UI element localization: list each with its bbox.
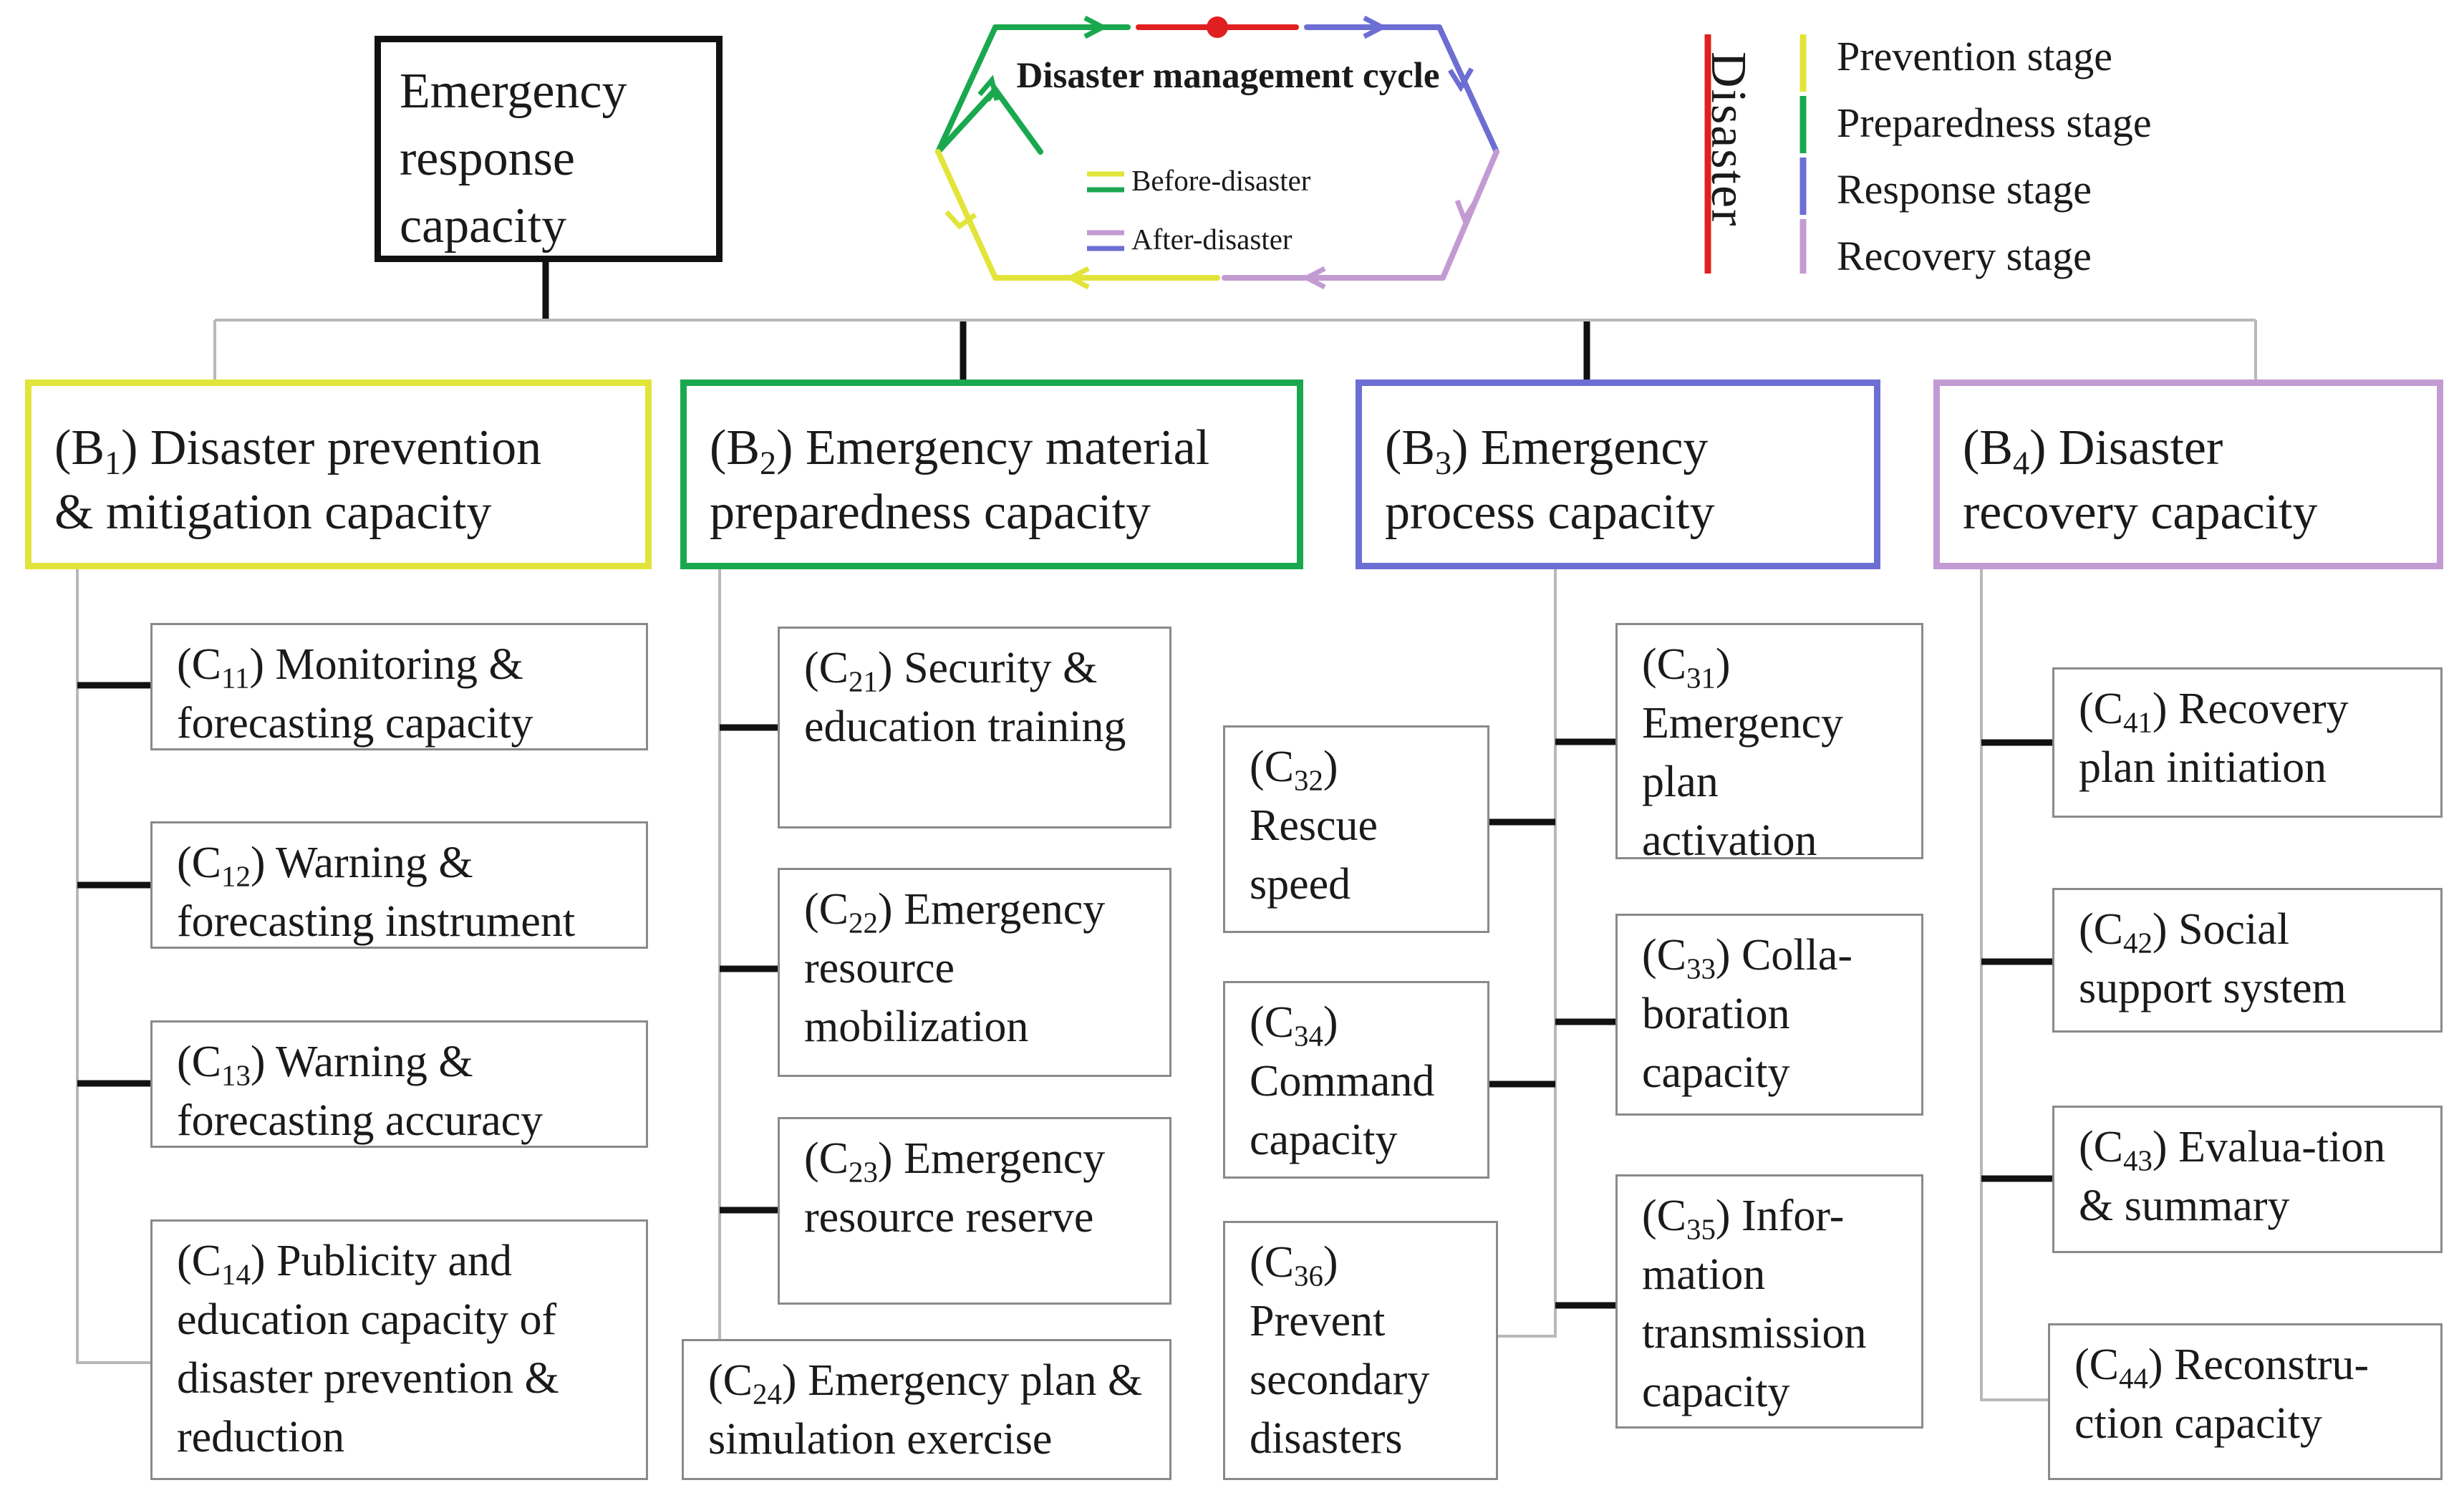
cycle-legend-after: After-disaster <box>1131 223 1293 256</box>
indicator-c12: (C12) Warning & forecasting instrument <box>150 821 648 949</box>
cycle-direction-arrows <box>944 15 1477 290</box>
indicator-c44: (C44) Reconstru-ction capacity <box>2048 1323 2443 1480</box>
indicator-c33: (C33) Colla-boration capacity <box>1615 914 1923 1116</box>
indicator-c23: (C23) Emergency resource reserve <box>778 1117 1171 1305</box>
cycle-legend-before: Before-disaster <box>1131 164 1311 197</box>
indicator-c14: (C14) Publicity and education capacity o… <box>150 1219 648 1480</box>
indicator-c43: (C43) Evalua-tion & summary <box>2052 1106 2443 1253</box>
indicator-c21: (C21) Security & education training <box>778 627 1171 828</box>
cycle-title: Disaster management cycle <box>1016 56 1440 96</box>
legend-recovery: Recovery stage <box>1837 233 2092 279</box>
indicator-c36: (C36) Prevent secondary disasters <box>1223 1221 1498 1480</box>
legend-prevention: Prevention stage <box>1837 33 2112 79</box>
root-node: Emergency response capacity <box>375 36 723 262</box>
indicator-c24: (C24) Emergency plan & simulation exerci… <box>682 1339 1171 1480</box>
disaster-point-icon <box>1207 16 1228 38</box>
category-b1: (B1) Disaster prevention& mitigation cap… <box>25 380 652 569</box>
legend-response: Response stage <box>1837 166 2092 213</box>
root-label: Emergency response capacity <box>400 64 627 253</box>
indicator-c13: (C13) Warning & forecasting accuracy <box>150 1020 648 1148</box>
indicator-c34: (C34) Command capacity <box>1223 981 1489 1179</box>
legend-preparedness: Preparedness stage <box>1837 100 2152 146</box>
indicator-c41: (C41) Recovery plan initiation <box>2052 667 2443 818</box>
indicator-c32: (C32) Rescue speed <box>1223 725 1489 933</box>
indicator-c11: (C11) Monitoring & forecasting capacity <box>150 623 648 750</box>
indicator-c35: (C35) Infor-mation transmission capacity <box>1615 1174 1923 1429</box>
indicator-c42: (C42) Social support system <box>2052 888 2443 1033</box>
disaster-label: Disaster <box>1701 52 1756 228</box>
indicator-c22: (C22) Emergency resource mobilization <box>778 868 1171 1077</box>
indicator-c31: (C31) Emergency plan activation <box>1615 623 1923 865</box>
